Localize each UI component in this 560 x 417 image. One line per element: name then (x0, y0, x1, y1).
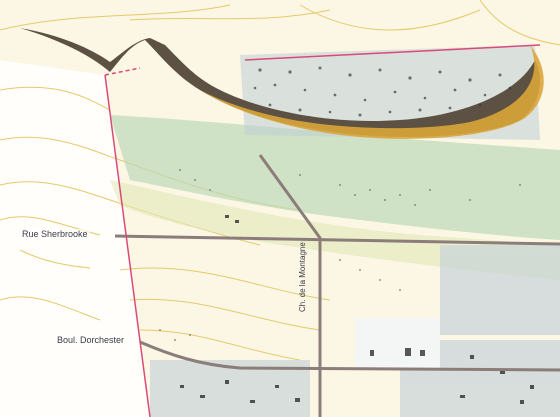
label-boul-dorchester: Boul. Dorchester (55, 335, 127, 345)
urban-blocks (150, 245, 560, 417)
label-ch-de-la-montagne: Ch. de la Montagne (298, 242, 307, 312)
urban-white-block (355, 318, 440, 368)
label-rue-sherbrooke: Rue Sherbrooke (20, 229, 90, 239)
road-dorchester (139, 340, 560, 372)
woodland-dots (253, 66, 512, 117)
vegetation-band (110, 115, 560, 240)
orchard-dots (159, 169, 521, 341)
road-sherbrooke (114, 234, 560, 246)
road-montagne (258, 154, 322, 417)
building-dots (180, 215, 534, 404)
district-boundary (104, 44, 541, 417)
contour-lines (0, 0, 560, 361)
roads (114, 154, 560, 417)
